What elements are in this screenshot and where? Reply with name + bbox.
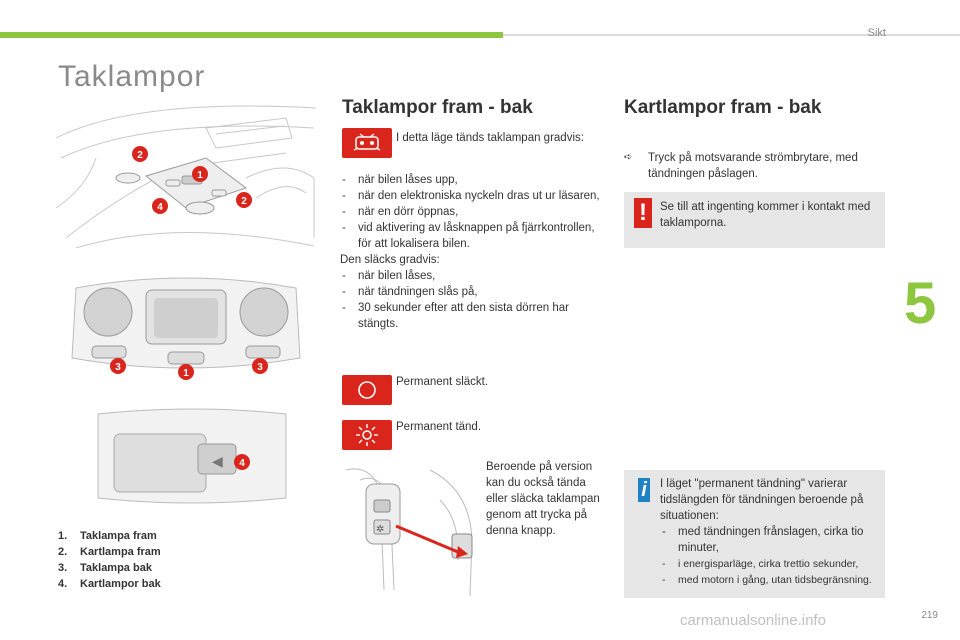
warning-text: Se till att ingenting kommer i kontakt m… <box>660 201 871 229</box>
front-rear-heading: Taklampor fram - bak <box>342 97 533 118</box>
list-item: när bilen låses, <box>340 268 605 284</box>
badge-4-top-icon <box>152 198 168 214</box>
badge-1-mid-label: 1 <box>183 368 189 379</box>
badge-2-right-label: 2 <box>241 196 247 207</box>
svg-text:✲: ✲ <box>376 524 384 535</box>
permanent-on-icon <box>342 420 392 450</box>
map-lights-heading: Kartlampor fram - bak <box>624 97 822 118</box>
header-accent-bar <box>0 32 503 38</box>
badge-1-top-label: 1 <box>197 170 203 181</box>
badge-2-right-icon <box>236 192 252 208</box>
legend-item: 1.Taklampa fram <box>58 530 157 542</box>
permanent-on-label: Permanent tänd. <box>396 421 482 433</box>
list-item: när den elektroniska nyckeln dras ut ur … <box>340 188 605 204</box>
info-intro: I läget "permanent tändning" varierar ti… <box>660 478 864 522</box>
legend-item: 2.Kartlampa fram <box>58 546 161 558</box>
permanent-off-label: Permanent släckt. <box>396 376 489 388</box>
list-item: med motorn i gång, utan tidsbegränsning. <box>660 572 880 588</box>
info-icon: i <box>638 478 650 502</box>
badge-2-top-label: 2 <box>137 150 143 161</box>
svg-text:◀: ◀ <box>212 454 223 470</box>
front-console-illustration: 2 1 4 2 <box>56 105 317 248</box>
badge-1-top-icon <box>192 166 208 182</box>
badge-4-rear-label: 4 <box>239 458 245 469</box>
version-note: Beroende på version kan du också tända e… <box>486 461 600 537</box>
badge-3-left-icon <box>110 358 126 374</box>
badge-2-top-icon <box>132 146 148 162</box>
info-content: I läget "permanent tändning" varierar ti… <box>660 476 880 588</box>
list-item: i energisparläge, cirka trettio sekunder… <box>660 556 880 572</box>
list-item: vid aktivering av låsknappen på fjärrkon… <box>340 220 605 252</box>
pointer-arrow-icon: ➪ <box>624 152 633 163</box>
list-item: när en dörr öppnas, <box>340 204 605 220</box>
watermark: carmanualsonline.info <box>680 612 826 629</box>
warning-box: ! Se till att ingenting kommer i kontakt… <box>624 192 885 248</box>
list-item: när tändningen slås på, <box>340 284 605 300</box>
header-rule <box>503 34 960 36</box>
section-label: Sikt <box>867 27 886 39</box>
warning-icon: ! <box>634 198 652 228</box>
badge-4-top-label: 4 <box>157 202 163 213</box>
door-button-illustration: ✲ <box>345 468 473 597</box>
instruction-block: ➪ Tryck på motsvarande strömbrytare, med… <box>624 150 880 182</box>
gradual-intro: I detta läge tänds taklampan gradvis: <box>396 132 584 144</box>
badge-3-left-label: 3 <box>115 362 121 373</box>
badge-4-rear-icon <box>234 454 250 470</box>
permanent-off-icon <box>342 375 392 405</box>
legend-item: 4.Kartlampor bak <box>58 578 161 590</box>
legend-item: 3.Taklampa bak <box>58 562 152 574</box>
chapter-number: 5 <box>904 271 937 336</box>
list-item: med tändningen frånslagen, cirka tio min… <box>660 524 880 556</box>
badge-1-mid-icon <box>178 364 194 380</box>
front-console-close-illustration: 3 1 3 <box>71 277 301 380</box>
list-item: 30 sekunder efter att den sista dörren h… <box>340 300 605 332</box>
list-item: när bilen låses upp, <box>340 172 605 188</box>
off-intro: Den släcks gradvis: <box>340 254 440 266</box>
info-box: i I läget "permanent tändning" varierar … <box>624 470 885 598</box>
instruction-text: Tryck på motsvarande strömbrytare, med t… <box>648 152 858 180</box>
conditions-block: när bilen låses upp, när den elektronisk… <box>340 172 605 332</box>
gradual-mode-icon <box>342 128 392 158</box>
badge-3-right-label: 3 <box>257 362 263 373</box>
page-title: Taklampor <box>58 60 206 93</box>
figure-legend: 1.Taklampa fram 2.Kartlampa fram 3.Takla… <box>58 528 161 592</box>
badge-3-right-icon <box>252 358 268 374</box>
page-number: 219 <box>921 610 938 621</box>
rear-map-light-illustration: ◀ 4 <box>97 408 287 504</box>
